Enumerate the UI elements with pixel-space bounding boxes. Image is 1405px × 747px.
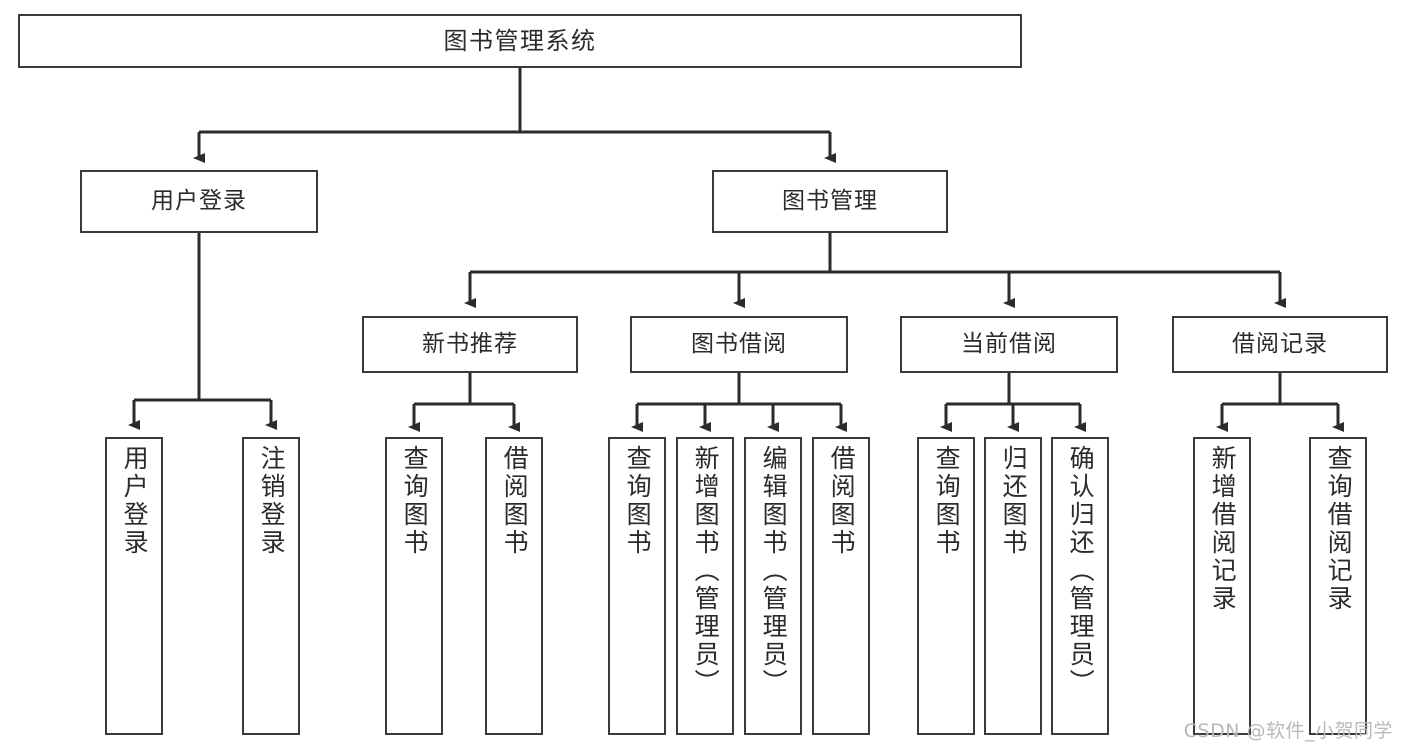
node-label: 查询借阅记录 xyxy=(1324,445,1354,613)
leaf-user-login-logout[interactable]: 注销登录 xyxy=(242,437,300,735)
node-root-library-system[interactable]: 图书管理系统 xyxy=(18,14,1022,68)
node-borrow-record[interactable]: 借阅记录 xyxy=(1172,316,1388,373)
node-label: 查询图书 xyxy=(932,445,962,557)
node-label: 查询图书 xyxy=(400,445,430,557)
node-label: 编辑图书（管理员） xyxy=(759,445,789,697)
node-label: 新书推荐 xyxy=(422,330,518,357)
node-label: 查询图书 xyxy=(623,445,653,557)
leaf-book-borrow-edit[interactable]: 编辑图书（管理员） xyxy=(744,437,802,735)
leaf-current-borrow-return[interactable]: 归还图书 xyxy=(984,437,1042,735)
leaf-borrow-record-add[interactable]: 新增借阅记录 xyxy=(1193,437,1251,735)
node-label: 图书管理 xyxy=(782,187,878,214)
node-current-borrow[interactable]: 当前借阅 xyxy=(900,316,1118,373)
node-label: 借阅记录 xyxy=(1232,330,1328,357)
node-label: 借阅图书 xyxy=(827,445,857,557)
leaf-user-login-login[interactable]: 用户登录 xyxy=(105,437,163,735)
node-label: 用户登录 xyxy=(151,187,247,214)
watermark-text: CSDN @软件_小贺同学 xyxy=(1183,720,1393,742)
leaf-book-borrow-add[interactable]: 新增图书（管理员） xyxy=(676,437,734,735)
node-label: 图书借阅 xyxy=(691,330,787,357)
leaf-book-borrow-query[interactable]: 查询图书 xyxy=(608,437,666,735)
node-label: 确认归还（管理员） xyxy=(1066,445,1096,697)
leaf-borrow-record-query[interactable]: 查询借阅记录 xyxy=(1309,437,1367,735)
node-label: 新增借阅记录 xyxy=(1208,445,1238,613)
node-book-borrow[interactable]: 图书借阅 xyxy=(630,316,848,373)
leaf-book-borrow-borrow[interactable]: 借阅图书 xyxy=(812,437,870,735)
node-label: 归还图书 xyxy=(999,445,1029,557)
leaf-current-borrow-confirm-return[interactable]: 确认归还（管理员） xyxy=(1051,437,1109,735)
leaf-new-book-borrow[interactable]: 借阅图书 xyxy=(485,437,543,735)
node-new-book-recommend[interactable]: 新书推荐 xyxy=(362,316,578,373)
node-user-login[interactable]: 用户登录 xyxy=(80,170,318,233)
node-label: 用户登录 xyxy=(120,445,150,557)
node-label: 图书管理系统 xyxy=(443,26,597,55)
node-label: 新增图书（管理员） xyxy=(691,445,721,697)
node-label: 当前借阅 xyxy=(961,330,1057,357)
leaf-current-borrow-query[interactable]: 查询图书 xyxy=(917,437,975,735)
node-label: 注销登录 xyxy=(257,445,287,557)
leaf-new-book-query[interactable]: 查询图书 xyxy=(385,437,443,735)
node-label: 借阅图书 xyxy=(500,445,530,557)
node-book-management[interactable]: 图书管理 xyxy=(712,170,948,233)
